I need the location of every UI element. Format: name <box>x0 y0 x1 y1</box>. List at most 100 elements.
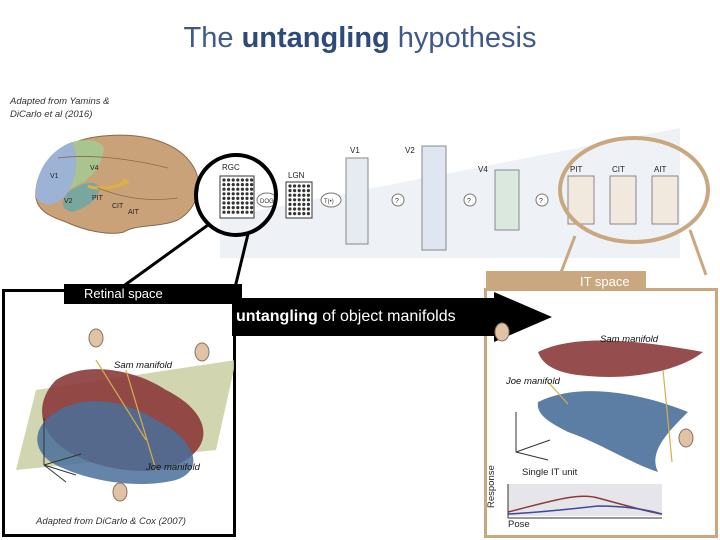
grid-dot <box>227 210 231 214</box>
it-connector-left <box>558 235 577 276</box>
monkey-brain-illustration: V4 V1 V2 PIT CIT AIT <box>35 134 199 234</box>
ait-layer <box>651 175 679 225</box>
retina-highlight-ring <box>194 153 278 237</box>
it-connector-right <box>688 229 708 276</box>
stage-label-v2: V2 <box>405 146 415 155</box>
untangling-arrow-label: untangling of object manifolds <box>236 308 456 325</box>
grid-dot <box>227 206 231 210</box>
retina-connector-left <box>117 223 209 292</box>
cit-layer <box>609 175 637 225</box>
grid-dot <box>297 189 301 193</box>
op-unknown-2 <box>463 193 477 207</box>
grid-dot <box>250 192 254 196</box>
axes-icon <box>43 418 82 483</box>
grid-dot <box>288 207 292 211</box>
grid-dot <box>240 206 244 210</box>
grid-dot <box>236 192 240 196</box>
grid-dot <box>231 201 235 205</box>
op-dog-label: DOG <box>260 199 274 205</box>
face-icon <box>112 482 128 502</box>
grid-dot <box>227 196 231 200</box>
retinal-label-bar: Retinal space <box>64 284 242 304</box>
grid-dot <box>231 196 235 200</box>
grid-dot <box>306 212 310 216</box>
grid-dot <box>288 198 292 202</box>
brain-area-cit: CIT <box>112 203 124 210</box>
face-icon <box>494 322 510 342</box>
grid-dot <box>288 184 292 188</box>
right-sam-manifold-label: Sam manifold <box>600 334 659 345</box>
grid-dot <box>227 201 231 205</box>
stage-label-pit: PIT <box>570 165 583 174</box>
axes-icon <box>515 412 551 461</box>
grid-dot <box>231 178 235 182</box>
it-label-bar: IT space <box>486 271 646 291</box>
unit-plot-xlabel: Pose <box>508 519 530 530</box>
unit-plot-title: Single IT unit <box>522 467 578 478</box>
untangling-arrow <box>232 292 552 342</box>
stage-label-v4: V4 <box>478 165 488 174</box>
grid-dot <box>302 193 306 197</box>
grid-dot <box>227 183 231 187</box>
brain-area-pit: PIT <box>92 195 104 202</box>
grid-dot <box>306 184 310 188</box>
grid-dot <box>297 212 301 216</box>
grid-dot <box>222 210 226 214</box>
grid-dot <box>231 206 235 210</box>
grid-dot <box>297 207 301 211</box>
grid-dot <box>293 184 297 188</box>
citation-line-1: Adapted from Yamins & <box>10 96 110 107</box>
grid-dot <box>240 187 244 191</box>
brain-area-v2: V2 <box>64 198 73 205</box>
op-unknown-1-label: ? <box>395 198 399 205</box>
grid-dot <box>222 206 226 210</box>
grid-dot <box>293 198 297 202</box>
grid-dot <box>245 196 249 200</box>
grid-dot <box>306 207 310 211</box>
grid-dot <box>222 201 226 205</box>
grid-dot <box>245 178 249 182</box>
grid-dot <box>297 202 301 206</box>
stage-label-ait: AIT <box>654 165 667 174</box>
op-transform <box>320 192 342 208</box>
processing-pipeline-diagram: RGC DOG LGN T(•) V1 ? V2 ? V4 ? PIT CIT … <box>219 128 680 258</box>
grid-dot <box>306 189 310 193</box>
grid-dot <box>222 187 226 191</box>
v4-layer <box>494 169 520 231</box>
grid-dot <box>240 196 244 200</box>
grid-dot <box>240 178 244 182</box>
grid-dot <box>302 202 306 206</box>
grid-dot <box>240 201 244 205</box>
joe-manifold-surface <box>537 391 688 472</box>
grid-dot <box>231 187 235 191</box>
grid-dot <box>250 210 254 214</box>
grid-dot <box>245 187 249 191</box>
stage-label-rgc: RGC <box>222 163 240 172</box>
op-unknown-3-label: ? <box>539 198 543 205</box>
v1-layer <box>345 157 369 245</box>
grid-dot <box>297 193 301 197</box>
page-title: The untangling hypothesis <box>183 22 537 54</box>
grid-dot <box>222 192 226 196</box>
grid-dot <box>297 198 301 202</box>
grid-dot <box>240 192 244 196</box>
grid-dot <box>222 178 226 182</box>
grid-dot <box>288 189 292 193</box>
grid-dot <box>250 206 254 210</box>
v2-layer <box>421 145 447 251</box>
grid-dot <box>245 192 249 196</box>
citation-line-2: DiCarlo et al (2016) <box>10 109 93 120</box>
top-citation: Adapted from Yamins & DiCarlo et al (201… <box>10 95 109 121</box>
grid-dot <box>302 198 306 202</box>
brain-area-ait: AIT <box>128 209 140 216</box>
op-unknown-2-label: ? <box>467 198 471 205</box>
grid-dot <box>306 198 310 202</box>
sam-manifold-surface <box>538 340 703 377</box>
grid-dot <box>236 210 240 214</box>
grid-dot <box>231 210 235 214</box>
grid-dot <box>236 178 240 182</box>
grid-dot <box>236 201 240 205</box>
tangled-manifolds-illustration <box>16 328 234 502</box>
grid-dot <box>222 196 226 200</box>
response-plot-bg <box>508 484 662 516</box>
